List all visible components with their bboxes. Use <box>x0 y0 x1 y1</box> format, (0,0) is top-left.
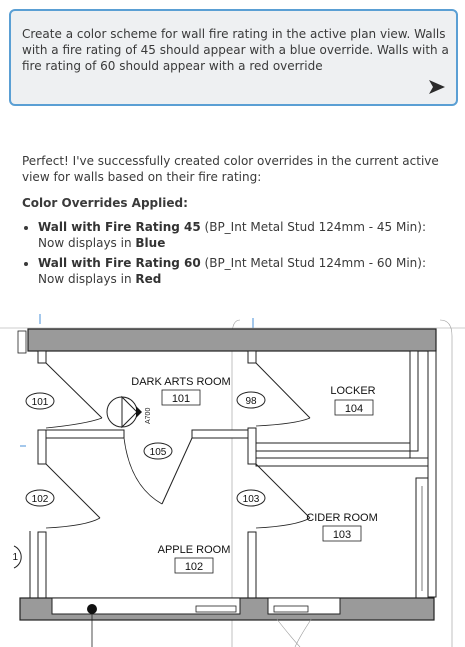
room-name: APPLE ROOM <box>158 544 231 556</box>
door-tag[interactable]: 105 <box>150 447 167 458</box>
override-list: Wall with Fire Rating 45 (BP_Int Metal S… <box>22 219 452 287</box>
prompt-text[interactable]: Create a color scheme for wall fire rati… <box>22 27 449 73</box>
door-tag[interactable]: 103 <box>243 494 260 505</box>
floor-plan-view[interactable]: A700 101 98 105 102 103 1 DARK ARTS ROOM… <box>0 306 465 647</box>
room-tag[interactable] <box>322 525 362 542</box>
room-number: 104 <box>345 403 363 415</box>
override-title: Wall with Fire Rating 45 <box>38 220 201 234</box>
override-detail: (BP_Int Metal Stud 124mm - 45 Min): Now … <box>38 220 426 250</box>
send-button[interactable] <box>427 78 447 96</box>
response-intro: Perfect! I've successfully created color… <box>22 154 439 184</box>
room-tag[interactable] <box>161 389 201 406</box>
room-name: LOCKER <box>330 385 375 397</box>
wall-top[interactable] <box>27 328 437 352</box>
door-tag[interactable]: 98 <box>245 396 257 407</box>
room-number: 103 <box>333 529 351 541</box>
override-color: Blue <box>135 236 166 250</box>
assistant-response: Perfect! I've successfully created color… <box>22 153 452 291</box>
override-title: Wall with Fire Rating 60 <box>38 256 201 270</box>
room-number: 101 <box>172 393 190 405</box>
elevation-tag: A700 <box>145 408 152 424</box>
room-number: 102 <box>185 561 203 573</box>
door-tag[interactable]: 1 <box>12 552 18 563</box>
override-detail: (BP_Int Metal Stud 124mm - 60 Min): Now … <box>38 256 426 286</box>
door-tag[interactable]: 101 <box>32 397 49 408</box>
room-name: CIDER ROOM <box>306 512 378 524</box>
response-heading: Color Overrides Applied: <box>22 196 188 210</box>
send-arrow-icon <box>429 80 445 94</box>
override-color: Red <box>135 272 162 286</box>
room-name: DARK ARTS ROOM <box>131 376 230 388</box>
room-tag[interactable] <box>334 399 374 416</box>
list-item: Wall with Fire Rating 60 (BP_Int Metal S… <box>38 255 452 287</box>
chat-input-box[interactable]: Create a color scheme for wall fire rati… <box>9 9 458 106</box>
list-item: Wall with Fire Rating 45 (BP_Int Metal S… <box>38 219 452 251</box>
door-tag[interactable]: 102 <box>32 494 49 505</box>
room-tag[interactable] <box>174 557 214 574</box>
